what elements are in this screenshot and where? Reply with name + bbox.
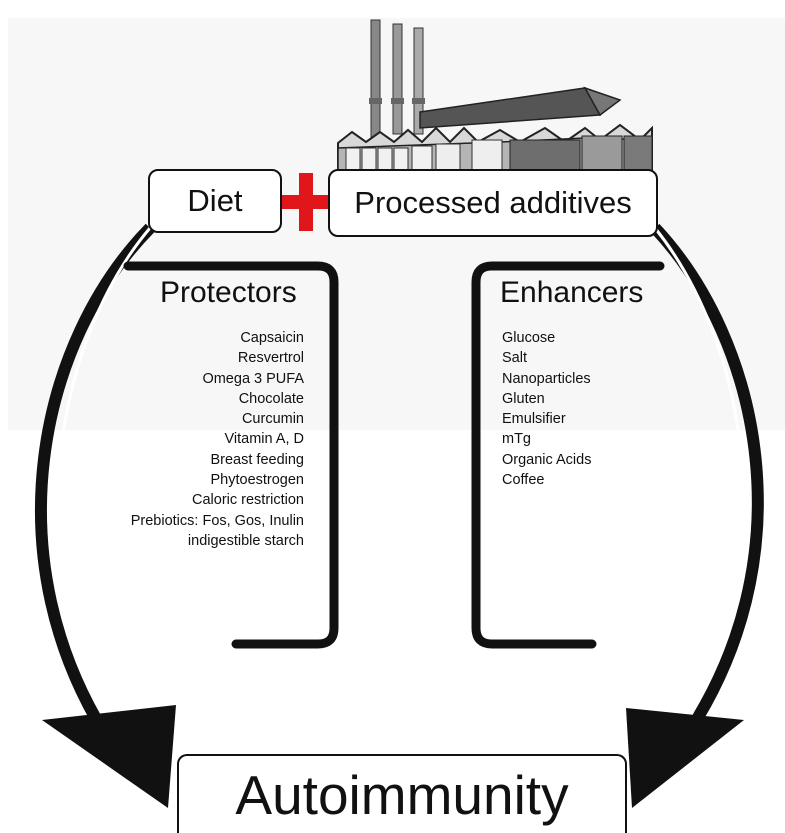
protectors-title: Protectors xyxy=(160,276,297,309)
protectors-item: Phytoestrogen xyxy=(210,472,304,489)
enhancers-panel xyxy=(471,261,665,649)
enhancers-title: Enhancers xyxy=(500,276,644,309)
enhancers-item: Salt xyxy=(502,350,527,367)
processed-additives-label: Processed additives xyxy=(354,185,632,220)
left-cycle-arrow xyxy=(34,223,176,808)
protectors-item: Vitamin A, D xyxy=(224,431,304,448)
enhancers-item: Glucose xyxy=(502,330,556,346)
protectors-item: Capsaicin xyxy=(240,330,304,346)
enhancers-item: Gluten xyxy=(502,390,545,407)
protectors-item: Resvertrol xyxy=(237,350,304,367)
enhancers-item: Organic Acids xyxy=(502,451,592,468)
autoimmunity-label: Autoimmunity xyxy=(235,764,569,826)
factory-icon xyxy=(337,19,653,171)
protectors-item: Prebiotics: Fos, Gos, Inulin xyxy=(130,512,304,529)
diet-box: Diet xyxy=(148,169,282,233)
enhancers-item: Emulsifier xyxy=(502,411,566,428)
diet-label: Diet xyxy=(187,183,243,218)
enhancers-item: mTg xyxy=(502,431,531,448)
right-cycle-arrow xyxy=(626,223,764,808)
protectors-item: Breast feeding xyxy=(210,451,304,468)
processed-additives-box: Processed additives xyxy=(328,169,658,237)
protectors-item: Curcumin xyxy=(241,411,304,428)
protectors-item: indigestible starch xyxy=(187,532,304,549)
plus-icon xyxy=(282,173,330,231)
enhancers-item: Nanoparticles xyxy=(502,370,591,387)
protectors-item: Caloric restriction xyxy=(192,492,304,509)
protectors-item: Chocolate xyxy=(238,390,304,407)
protectors-item: Omega 3 PUFA xyxy=(202,370,304,387)
protectors-panel xyxy=(123,261,339,649)
enhancers-item: Coffee xyxy=(502,472,545,489)
autoimmunity-box: Autoimmunity xyxy=(177,754,627,833)
